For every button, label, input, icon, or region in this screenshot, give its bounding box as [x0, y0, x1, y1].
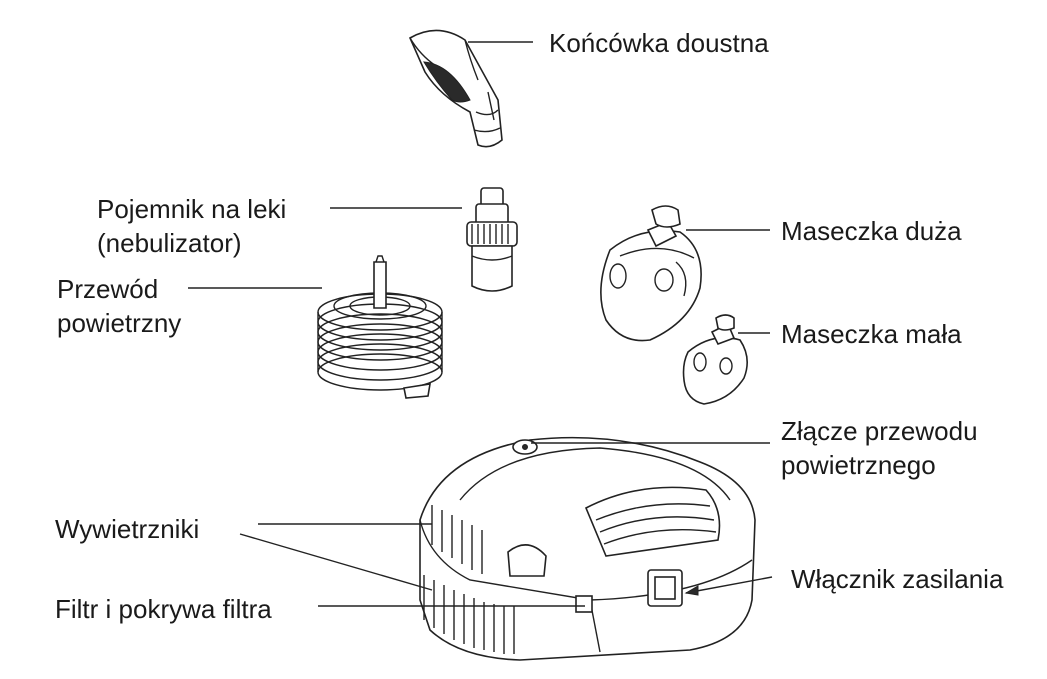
- arrowhead-power-switch: [684, 585, 699, 596]
- leader-power-switch: [685, 576, 773, 594]
- label-connector-line1: Złącze przewodu: [781, 416, 978, 446]
- leader-vents-2: [239, 533, 433, 591]
- label-vents-text: Wywietrzniki: [55, 514, 200, 544]
- label-medicine-cup-line2: (nebulizator): [97, 228, 242, 258]
- label-air-tube-line2: powietrzny: [57, 308, 182, 338]
- compressor-illustration: [419, 436, 756, 661]
- label-medicine-cup: Pojemnik na leki (nebulizator): [97, 192, 286, 260]
- label-power-switch: Włącznik zasilania: [791, 562, 1003, 596]
- label-power-switch-text: Włącznik zasilania: [791, 564, 1004, 594]
- small-mask-illustration: [682, 314, 748, 405]
- mouthpiece-illustration: [408, 29, 503, 148]
- label-mask-large-text: Maseczka duża: [781, 216, 962, 246]
- label-filter: Filtr i pokrywa filtra: [55, 592, 272, 626]
- large-mask-illustration: [600, 205, 702, 342]
- label-mouthpiece: Końcówka doustna: [549, 26, 769, 60]
- label-mouthpiece-text: Końcówka doustna: [549, 28, 769, 58]
- label-air-tube-line1: Przewód: [57, 274, 159, 304]
- leader-lines: [188, 41, 773, 607]
- label-mask-large: Maseczka duża: [781, 214, 962, 248]
- air-tube-illustration: [317, 255, 443, 399]
- label-filter-text: Filtr i pokrywa filtra: [55, 594, 272, 624]
- label-vents: Wywietrzniki: [55, 512, 199, 546]
- label-air-tube: Przewód powietrzny: [57, 272, 181, 340]
- label-connector-line2: powietrznego: [781, 450, 936, 480]
- label-mask-small: Maseczka mała: [781, 317, 962, 351]
- medicine-cup-illustration: [466, 187, 518, 292]
- label-medicine-cup-line1: Pojemnik na leki: [97, 194, 287, 224]
- label-connector: Złącze przewodu powietrznego: [781, 414, 978, 482]
- label-mask-small-text: Maseczka mała: [781, 319, 962, 349]
